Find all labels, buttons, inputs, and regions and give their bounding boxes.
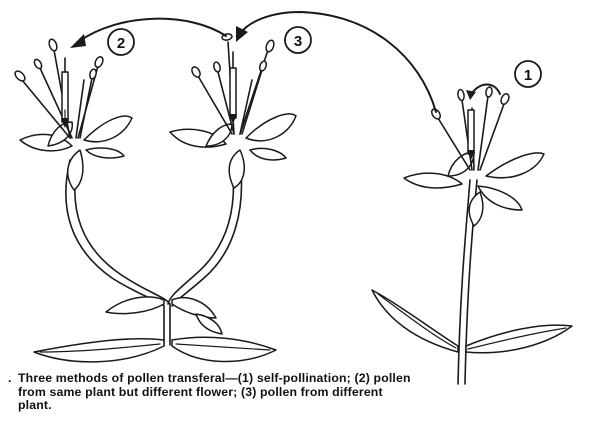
flower-b	[170, 33, 296, 188]
caption-bullet: .	[8, 372, 12, 386]
svg-text:1: 1	[524, 67, 532, 84]
caption-line-2: from same plant but different flower; (3…	[18, 386, 610, 400]
flower-a	[13, 38, 132, 190]
left-lower-leaf-left	[34, 339, 164, 362]
flower-c	[404, 87, 544, 226]
label-2: 2	[108, 29, 134, 55]
left-upper-leaf-right	[172, 298, 216, 318]
caption-line-1: Three methods of pollen transferal—(1) s…	[18, 372, 610, 386]
caption-line-3: plant.	[18, 399, 610, 413]
label-3: 3	[285, 27, 311, 53]
arrow-3	[240, 12, 436, 112]
svg-text:3: 3	[294, 33, 302, 50]
left-upper-leaf-left	[106, 297, 164, 314]
arrow-2	[78, 19, 226, 42]
left-plant	[13, 33, 296, 362]
svg-text:2: 2	[117, 35, 125, 52]
label-1: 1	[515, 61, 541, 87]
figure-caption: . Three methods of pollen transferal—(1)…	[18, 372, 610, 413]
right-plant	[372, 84, 572, 384]
